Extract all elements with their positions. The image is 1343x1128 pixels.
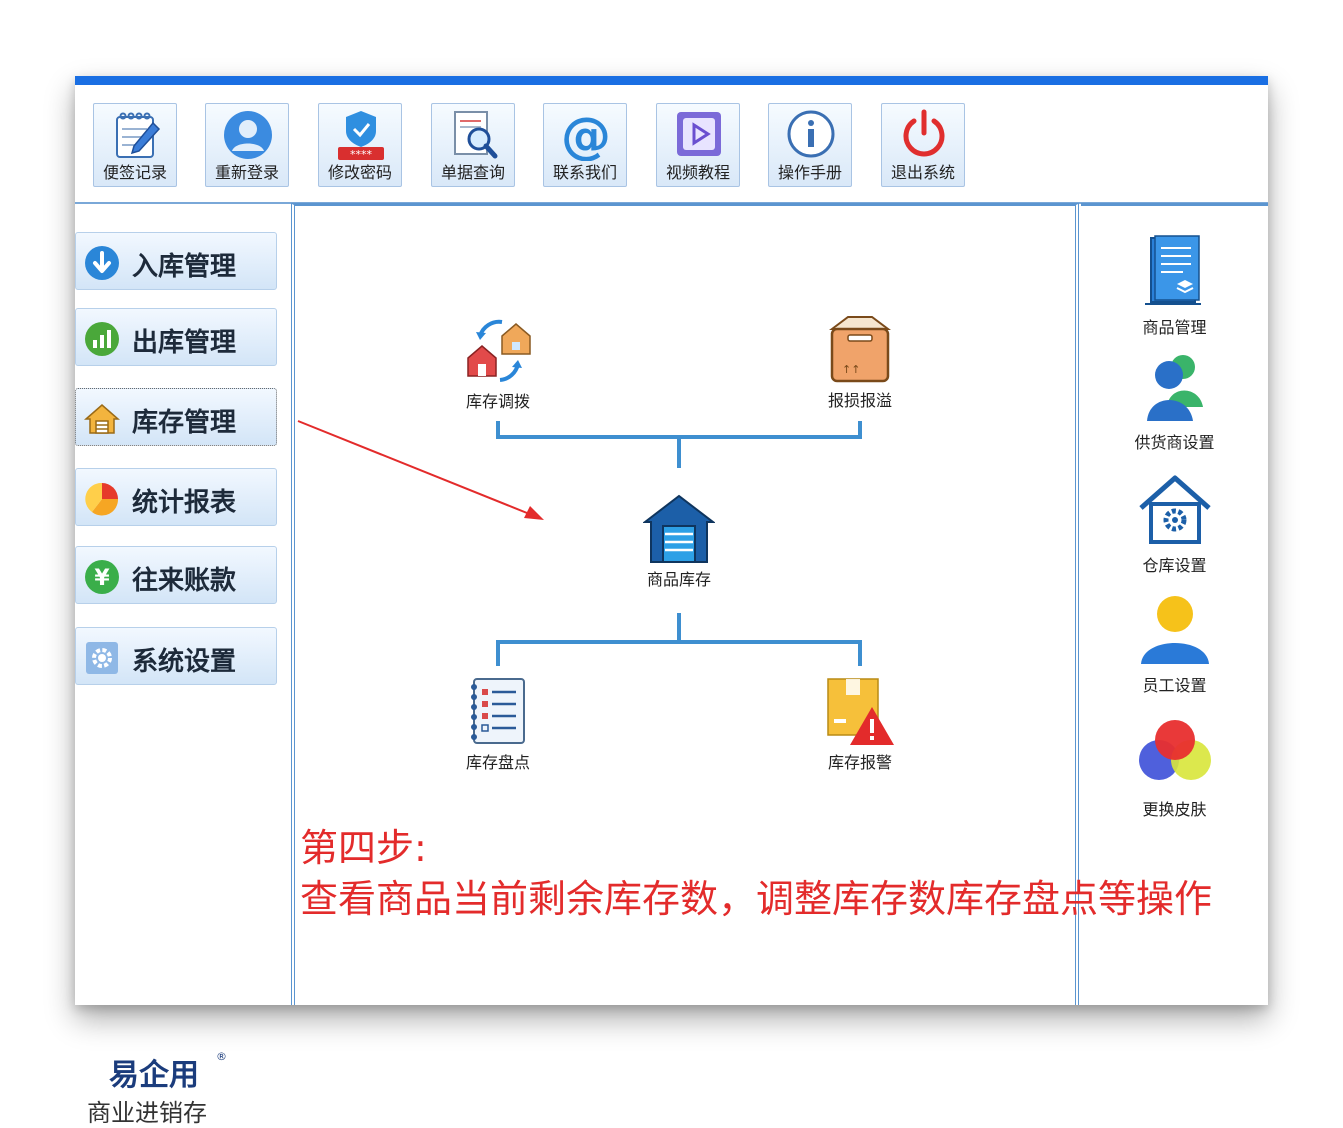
- brand-registered-mark: ®: [216, 1050, 227, 1063]
- download-arrow-icon: [85, 246, 119, 280]
- tutorial-step-description: 查看商品当前剩余库存数，调整库存数库存盘点等操作: [300, 877, 1213, 921]
- notepad-label: 便签记录: [102, 163, 167, 182]
- notepad-icon: [116, 112, 161, 158]
- contact-us-button[interactable]: @ 联系我们: [543, 103, 627, 187]
- tutorial-step-title: 第四步:: [300, 826, 427, 870]
- power-icon: [903, 109, 945, 157]
- user-relogin-icon: [224, 111, 272, 159]
- loss-overflow-label: 报损报溢: [827, 391, 892, 410]
- inventory-flow-panel: 库存调拨 ↑↑ 报损报溢 商品库存: [291, 203, 1079, 1005]
- warehouse-settings-item[interactable]: 仓库设置: [1081, 472, 1268, 576]
- goods-inventory-node[interactable]: 商品库存: [619, 492, 739, 590]
- at-sign-icon: @: [561, 109, 611, 161]
- sidebar-item-inventory[interactable]: 库存管理: [75, 388, 277, 446]
- warehouse-gear-icon: [1138, 475, 1211, 544]
- bar-chart-icon: [85, 322, 119, 356]
- sidebar-item-label: 系统设置: [132, 647, 237, 677]
- sidebar-item-stock-out[interactable]: 出库管理: [75, 308, 277, 366]
- notepad-button[interactable]: 便签记录: [93, 103, 177, 187]
- password-shield-icon: ****: [338, 111, 384, 161]
- warehouse-house-icon: [84, 404, 120, 434]
- sidebar-item-reports[interactable]: 统计报表: [75, 468, 277, 526]
- goods-management-label: 商品管理: [1142, 318, 1207, 337]
- svg-text:@: @: [561, 109, 611, 161]
- svg-text:****: ****: [350, 148, 373, 161]
- manual-button[interactable]: 操作手册: [768, 103, 852, 187]
- supplier-settings-label: 供货商设置: [1134, 433, 1215, 452]
- sidebar-item-stock-in[interactable]: 入库管理: [75, 232, 277, 290]
- svg-text:↑↑: ↑↑: [842, 363, 860, 376]
- relogin-label: 重新登录: [214, 163, 279, 182]
- exit-system-button[interactable]: 退出系统: [881, 103, 965, 187]
- sidebar: 入库管理 出库管理 库存管理: [75, 204, 287, 1127]
- sidebar-item-accounts[interactable]: ¥ 往来账款: [75, 546, 277, 604]
- change-skin-label: 更换皮肤: [1142, 800, 1207, 819]
- stock-transfer-label: 库存调拨: [465, 392, 530, 411]
- svg-text:¥: ¥: [94, 566, 110, 591]
- stock-count-node[interactable]: 库存盘点: [438, 675, 558, 773]
- employee-user-icon: [1140, 596, 1209, 664]
- settings-panel: 商品管理 供货商设置 仓库设置 员工设置: [1081, 203, 1268, 1005]
- sidebar-item-label: 出库管理: [132, 328, 237, 358]
- exit-system-label: 退出系统: [890, 163, 955, 182]
- document-search-icon: [454, 111, 498, 159]
- checklist-icon: [471, 678, 525, 744]
- brand-logo: 易企用: [109, 1058, 199, 1093]
- supplier-people-icon: [1146, 355, 1203, 421]
- stock-count-label: 库存盘点: [465, 753, 530, 772]
- change-skin-item[interactable]: 更换皮肤: [1081, 716, 1268, 820]
- change-password-label: 修改密码: [327, 163, 392, 182]
- stock-transfer-node[interactable]: 库存调拨: [438, 314, 558, 412]
- document-search-label: 单据查询: [440, 163, 505, 182]
- info-icon: [787, 110, 835, 158]
- goods-management-item[interactable]: 商品管理: [1081, 234, 1268, 338]
- relogin-button[interactable]: 重新登录: [205, 103, 289, 187]
- brand-subtitle: 商业进销存: [87, 1099, 207, 1127]
- video-tutorial-label: 视频教程: [665, 163, 730, 182]
- toolbar: 便签记录 重新登录 **** 修改密码: [75, 85, 1268, 204]
- title-bar: [75, 76, 1268, 85]
- video-play-icon: [677, 112, 721, 156]
- warehouse-icon: [643, 494, 715, 563]
- sidebar-item-label: 往来账款: [132, 566, 237, 596]
- box-warning-icon: [827, 678, 894, 745]
- pie-chart-icon: [85, 482, 119, 516]
- change-password-button[interactable]: **** 修改密码: [318, 103, 402, 187]
- document-search-button[interactable]: 单据查询: [431, 103, 515, 187]
- color-circles-icon: [1138, 720, 1211, 780]
- employee-settings-label: 员工设置: [1142, 676, 1207, 695]
- yen-icon: ¥: [85, 560, 119, 594]
- manual-label: 操作手册: [777, 163, 842, 182]
- box-icon: ↑↑: [829, 316, 891, 383]
- sidebar-item-label: 统计报表: [132, 488, 237, 518]
- sidebar-item-label: 库存管理: [132, 408, 237, 438]
- house-transfer-icon: [467, 319, 531, 382]
- stock-alarm-node[interactable]: 库存报警: [800, 675, 920, 773]
- stock-alarm-label: 库存报警: [827, 753, 892, 772]
- goods-inventory-label: 商品库存: [646, 570, 711, 589]
- employee-settings-item[interactable]: 员工设置: [1081, 592, 1268, 696]
- loss-overflow-node[interactable]: ↑↑ 报损报溢: [800, 313, 920, 411]
- sidebar-item-settings[interactable]: 系统设置: [75, 627, 277, 685]
- contact-us-label: 联系我们: [552, 163, 617, 182]
- supplier-settings-item[interactable]: 供货商设置: [1081, 349, 1268, 453]
- sidebar-item-label: 入库管理: [132, 252, 237, 282]
- gear-icon: [86, 642, 118, 674]
- goods-document-icon: [1144, 235, 1201, 305]
- app-window: 便签记录 重新登录 **** 修改密码: [75, 76, 1268, 1127]
- warehouse-settings-label: 仓库设置: [1142, 556, 1207, 575]
- video-tutorial-button[interactable]: 视频教程: [656, 103, 740, 187]
